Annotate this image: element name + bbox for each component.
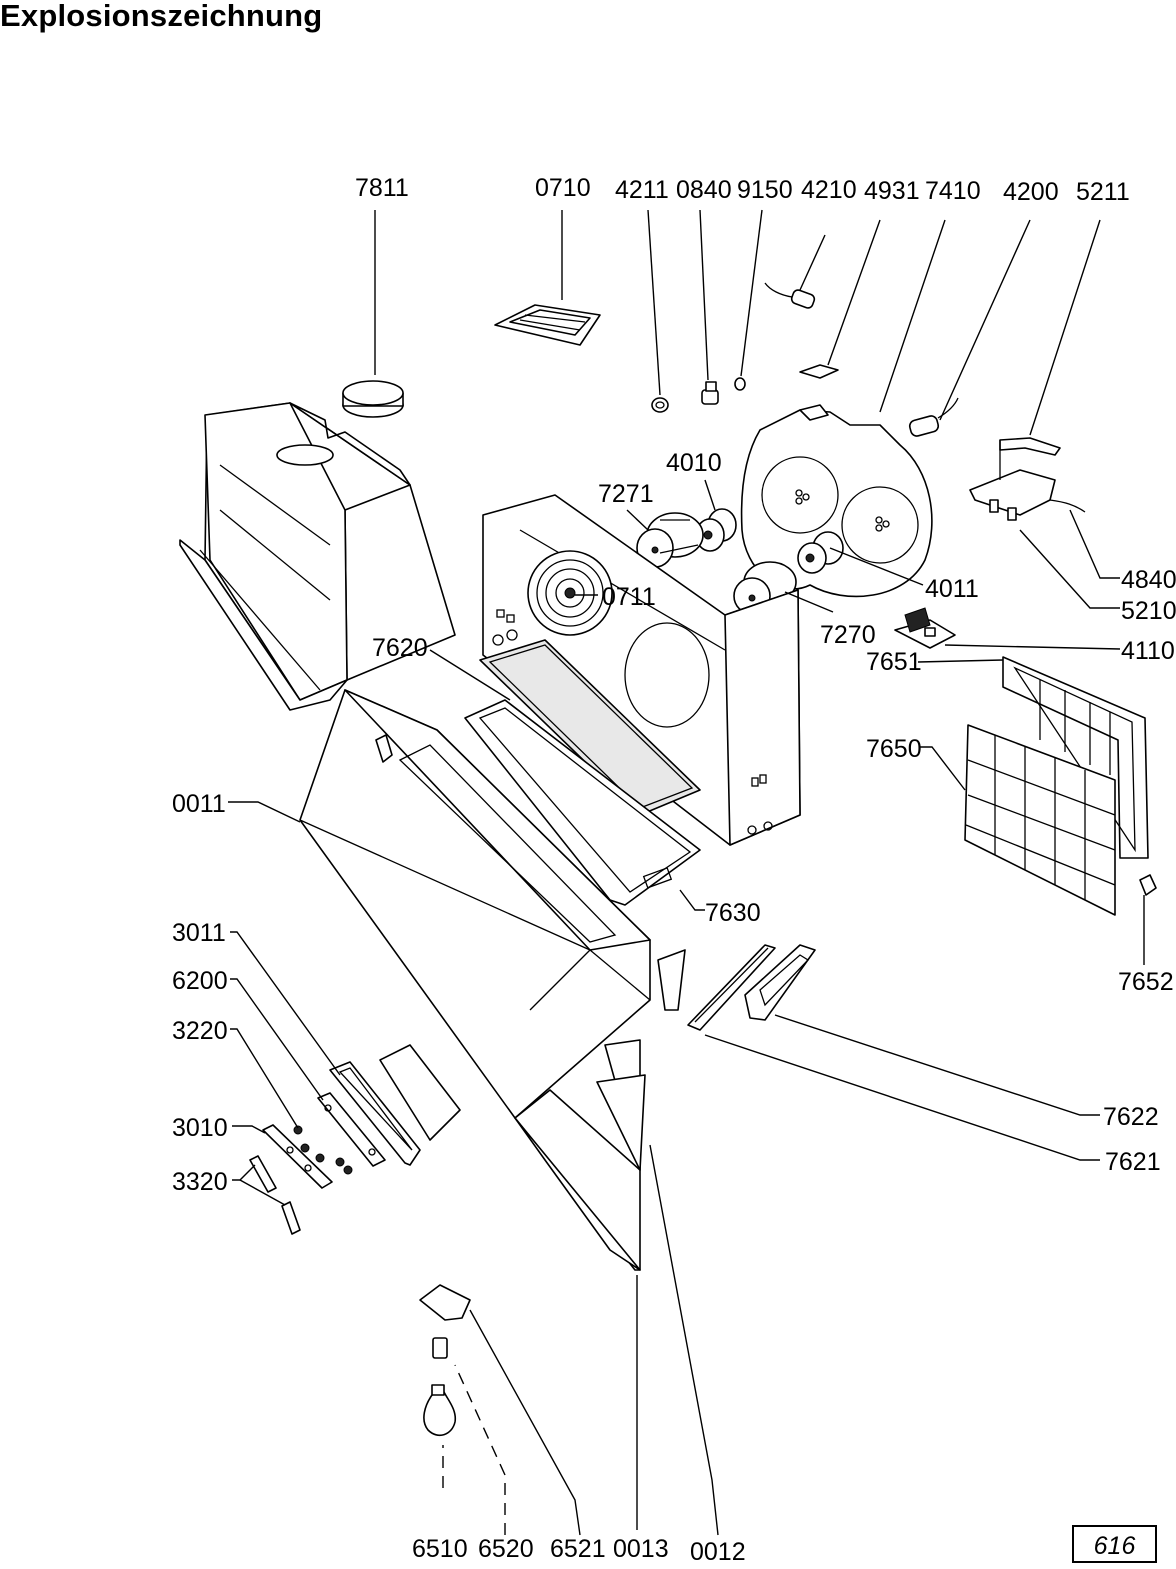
part-7630-frame — [464, 699, 701, 906]
label-0013: 0013 — [613, 1535, 669, 1563]
label-3010: 3010 — [172, 1114, 228, 1142]
part-7410-motor-housing — [740, 404, 933, 598]
part-0840-bushing — [701, 381, 719, 405]
label-0710: 0710 — [535, 174, 591, 202]
part-5211-switch — [969, 437, 1086, 521]
page-title: Explosionszeichnung — [0, 0, 323, 33]
label-4931: 4931 — [864, 177, 920, 205]
part-7271-impeller — [636, 512, 704, 568]
label-7270: 7270 — [820, 621, 876, 649]
part-4210-capacitor — [764, 282, 816, 309]
part-3010-control-strip — [262, 1124, 333, 1189]
label-9150: 9150 — [737, 176, 793, 204]
part-0012-side-panel — [596, 1039, 646, 1171]
part-hood-clip — [375, 734, 393, 763]
part-4931-bracket — [799, 364, 839, 379]
label-6521: 6521 — [550, 1535, 606, 1563]
label-5210: 5210 — [1121, 597, 1176, 625]
part-6200-control-plate — [317, 1092, 386, 1167]
label-4010: 4010 — [666, 449, 722, 477]
label-7811: 7811 — [355, 174, 409, 202]
label-6510: 6510 — [412, 1535, 468, 1563]
part-4110-transformer — [894, 607, 956, 649]
label-4840: 4840 — [1121, 566, 1176, 594]
label-6520: 6520 — [478, 1535, 534, 1563]
label-3011: 3011 — [172, 919, 226, 947]
part-front-clip — [657, 949, 686, 1011]
part-4211-ring — [651, 397, 669, 413]
label-4210: 4210 — [801, 176, 857, 204]
label-3320: 3320 — [172, 1168, 228, 1196]
part-7652-clip — [1139, 874, 1157, 896]
part-7270-impeller — [733, 561, 797, 615]
label-7630: 7630 — [705, 899, 761, 927]
part-0013-lower-panel — [514, 1089, 641, 1271]
page-number-box: 616 — [1072, 1525, 1157, 1563]
part-3011-control-frame — [329, 1061, 421, 1166]
part-4200-capacitor — [908, 397, 959, 437]
page-number: 616 — [1093, 1532, 1136, 1560]
part-7650-filter — [964, 724, 1116, 916]
label-3220: 3220 — [172, 1017, 228, 1045]
part-6520-lamp-socket — [432, 1337, 448, 1359]
label-5211: 5211 — [1076, 178, 1130, 206]
part-3220-knobs — [293, 1125, 353, 1175]
label-7271: 7271 — [598, 480, 654, 508]
label-6200: 6200 — [172, 967, 228, 995]
part-labels: 7811 0710 4211 0840 9150 4210 4931 7410 … — [172, 174, 1176, 1566]
label-4011: 4011 — [925, 575, 979, 603]
label-4200: 4200 — [1003, 178, 1059, 206]
part-control-box — [379, 1044, 461, 1141]
part-6521-lamp-cover — [419, 1284, 471, 1321]
label-4211: 4211 — [615, 176, 669, 204]
label-0840: 0840 — [676, 176, 732, 204]
part-3320-buttons — [249, 1155, 301, 1235]
label-7650: 7650 — [866, 735, 922, 763]
part-6510-bulb — [423, 1384, 457, 1437]
part-7811-housing — [179, 402, 456, 711]
label-7651: 7651 — [866, 648, 922, 676]
label-0012: 0012 — [690, 1538, 746, 1566]
part-9150-clip — [734, 377, 746, 391]
label-7410: 7410 — [925, 177, 981, 205]
leader-lines — [228, 209, 1145, 1536]
label-7652: 7652 — [1118, 968, 1174, 996]
part-7622-bracket — [744, 944, 816, 1021]
part-4011-coupling — [797, 531, 844, 574]
label-0011: 0011 — [172, 790, 226, 818]
part-7621-rail — [687, 944, 776, 1031]
part-0011-hood-body — [299, 689, 651, 1119]
part-0710-grille — [494, 304, 601, 346]
label-7622: 7622 — [1103, 1103, 1159, 1131]
label-7620: 7620 — [372, 634, 428, 662]
label-0711: 0711 — [602, 583, 656, 611]
part-7651-filter-frame — [1002, 656, 1149, 859]
label-4110: 4110 — [1121, 637, 1175, 665]
label-7621: 7621 — [1105, 1148, 1161, 1176]
part-7811-collar — [342, 380, 404, 418]
part-4010-coupling — [695, 508, 737, 552]
